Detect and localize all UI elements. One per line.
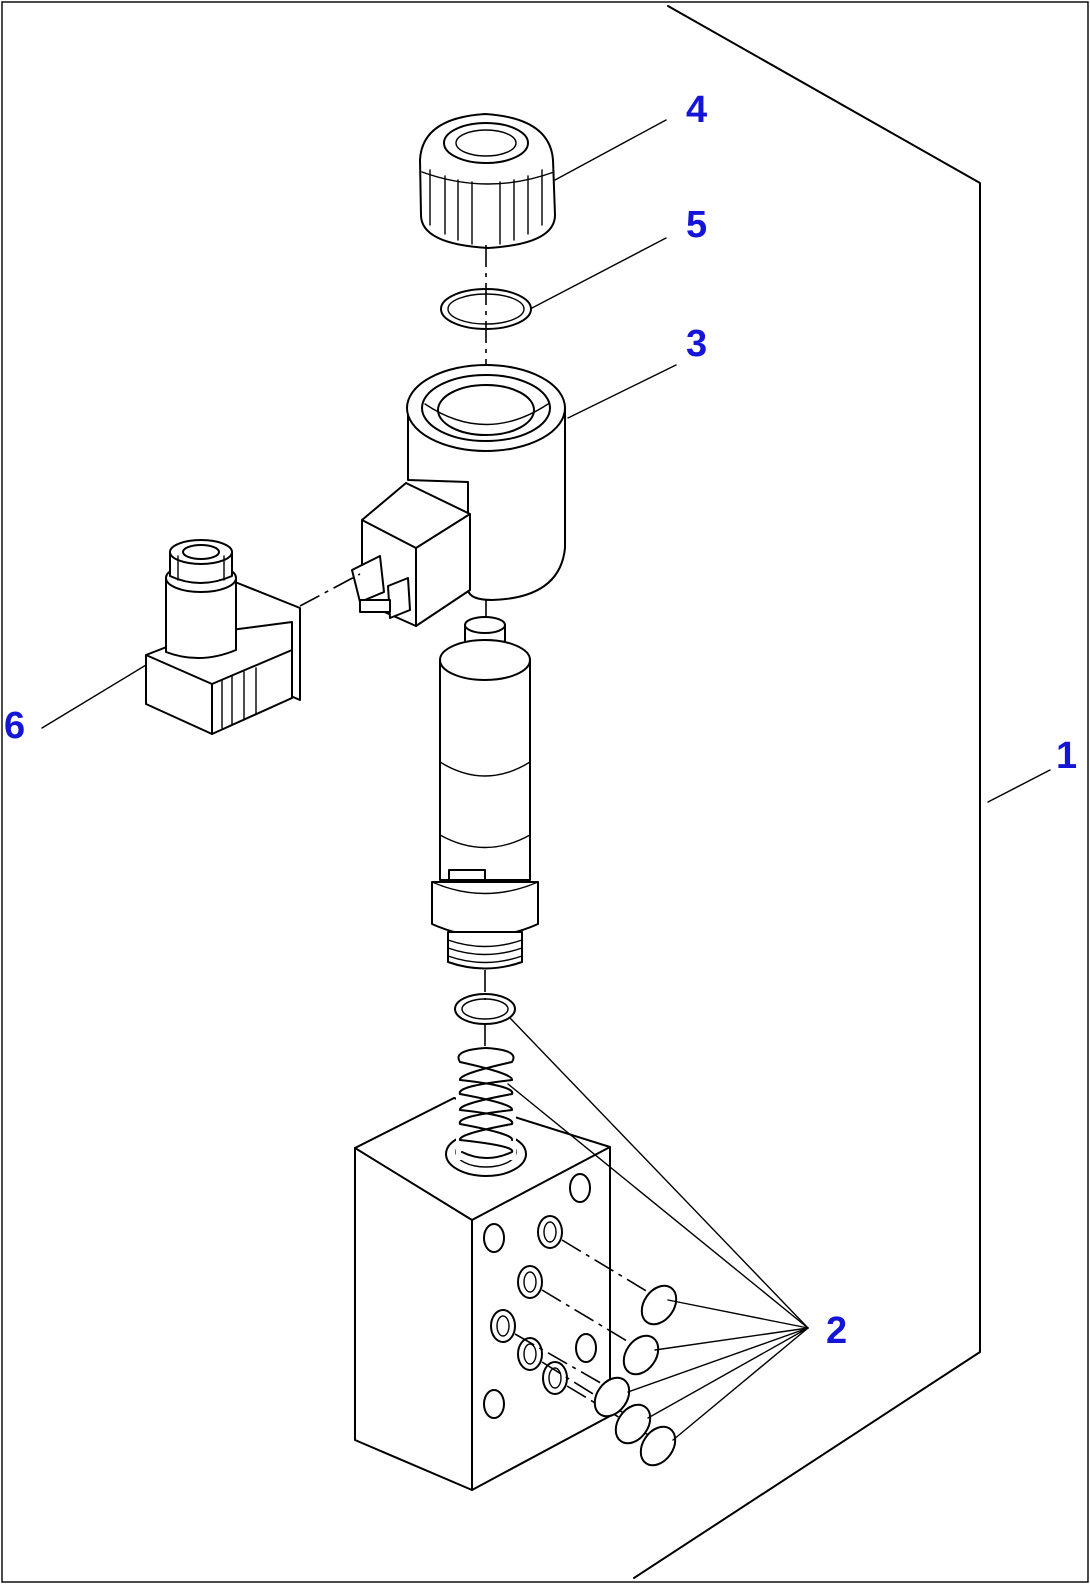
- connector-centerline: [299, 573, 361, 607]
- connector-plug: [145, 539, 301, 735]
- callout-6: 6: [4, 705, 25, 747]
- leader-lines: [41, 119, 1051, 1441]
- callout-1: 1: [1056, 735, 1077, 777]
- callout-2: 2: [826, 1310, 847, 1352]
- solenoid-coil: [351, 364, 566, 627]
- knurled-nut: [419, 113, 556, 249]
- o-ring-small: [454, 993, 516, 1025]
- manifold-block: [354, 1047, 611, 1491]
- callout-5: 5: [686, 204, 707, 246]
- o-ring-set: [593, 1284, 678, 1467]
- assembly-bracket: [633, 5, 981, 1579]
- callout-3: 3: [686, 323, 707, 365]
- callout-4: 4: [686, 89, 707, 131]
- cartridge-valve: [431, 616, 539, 970]
